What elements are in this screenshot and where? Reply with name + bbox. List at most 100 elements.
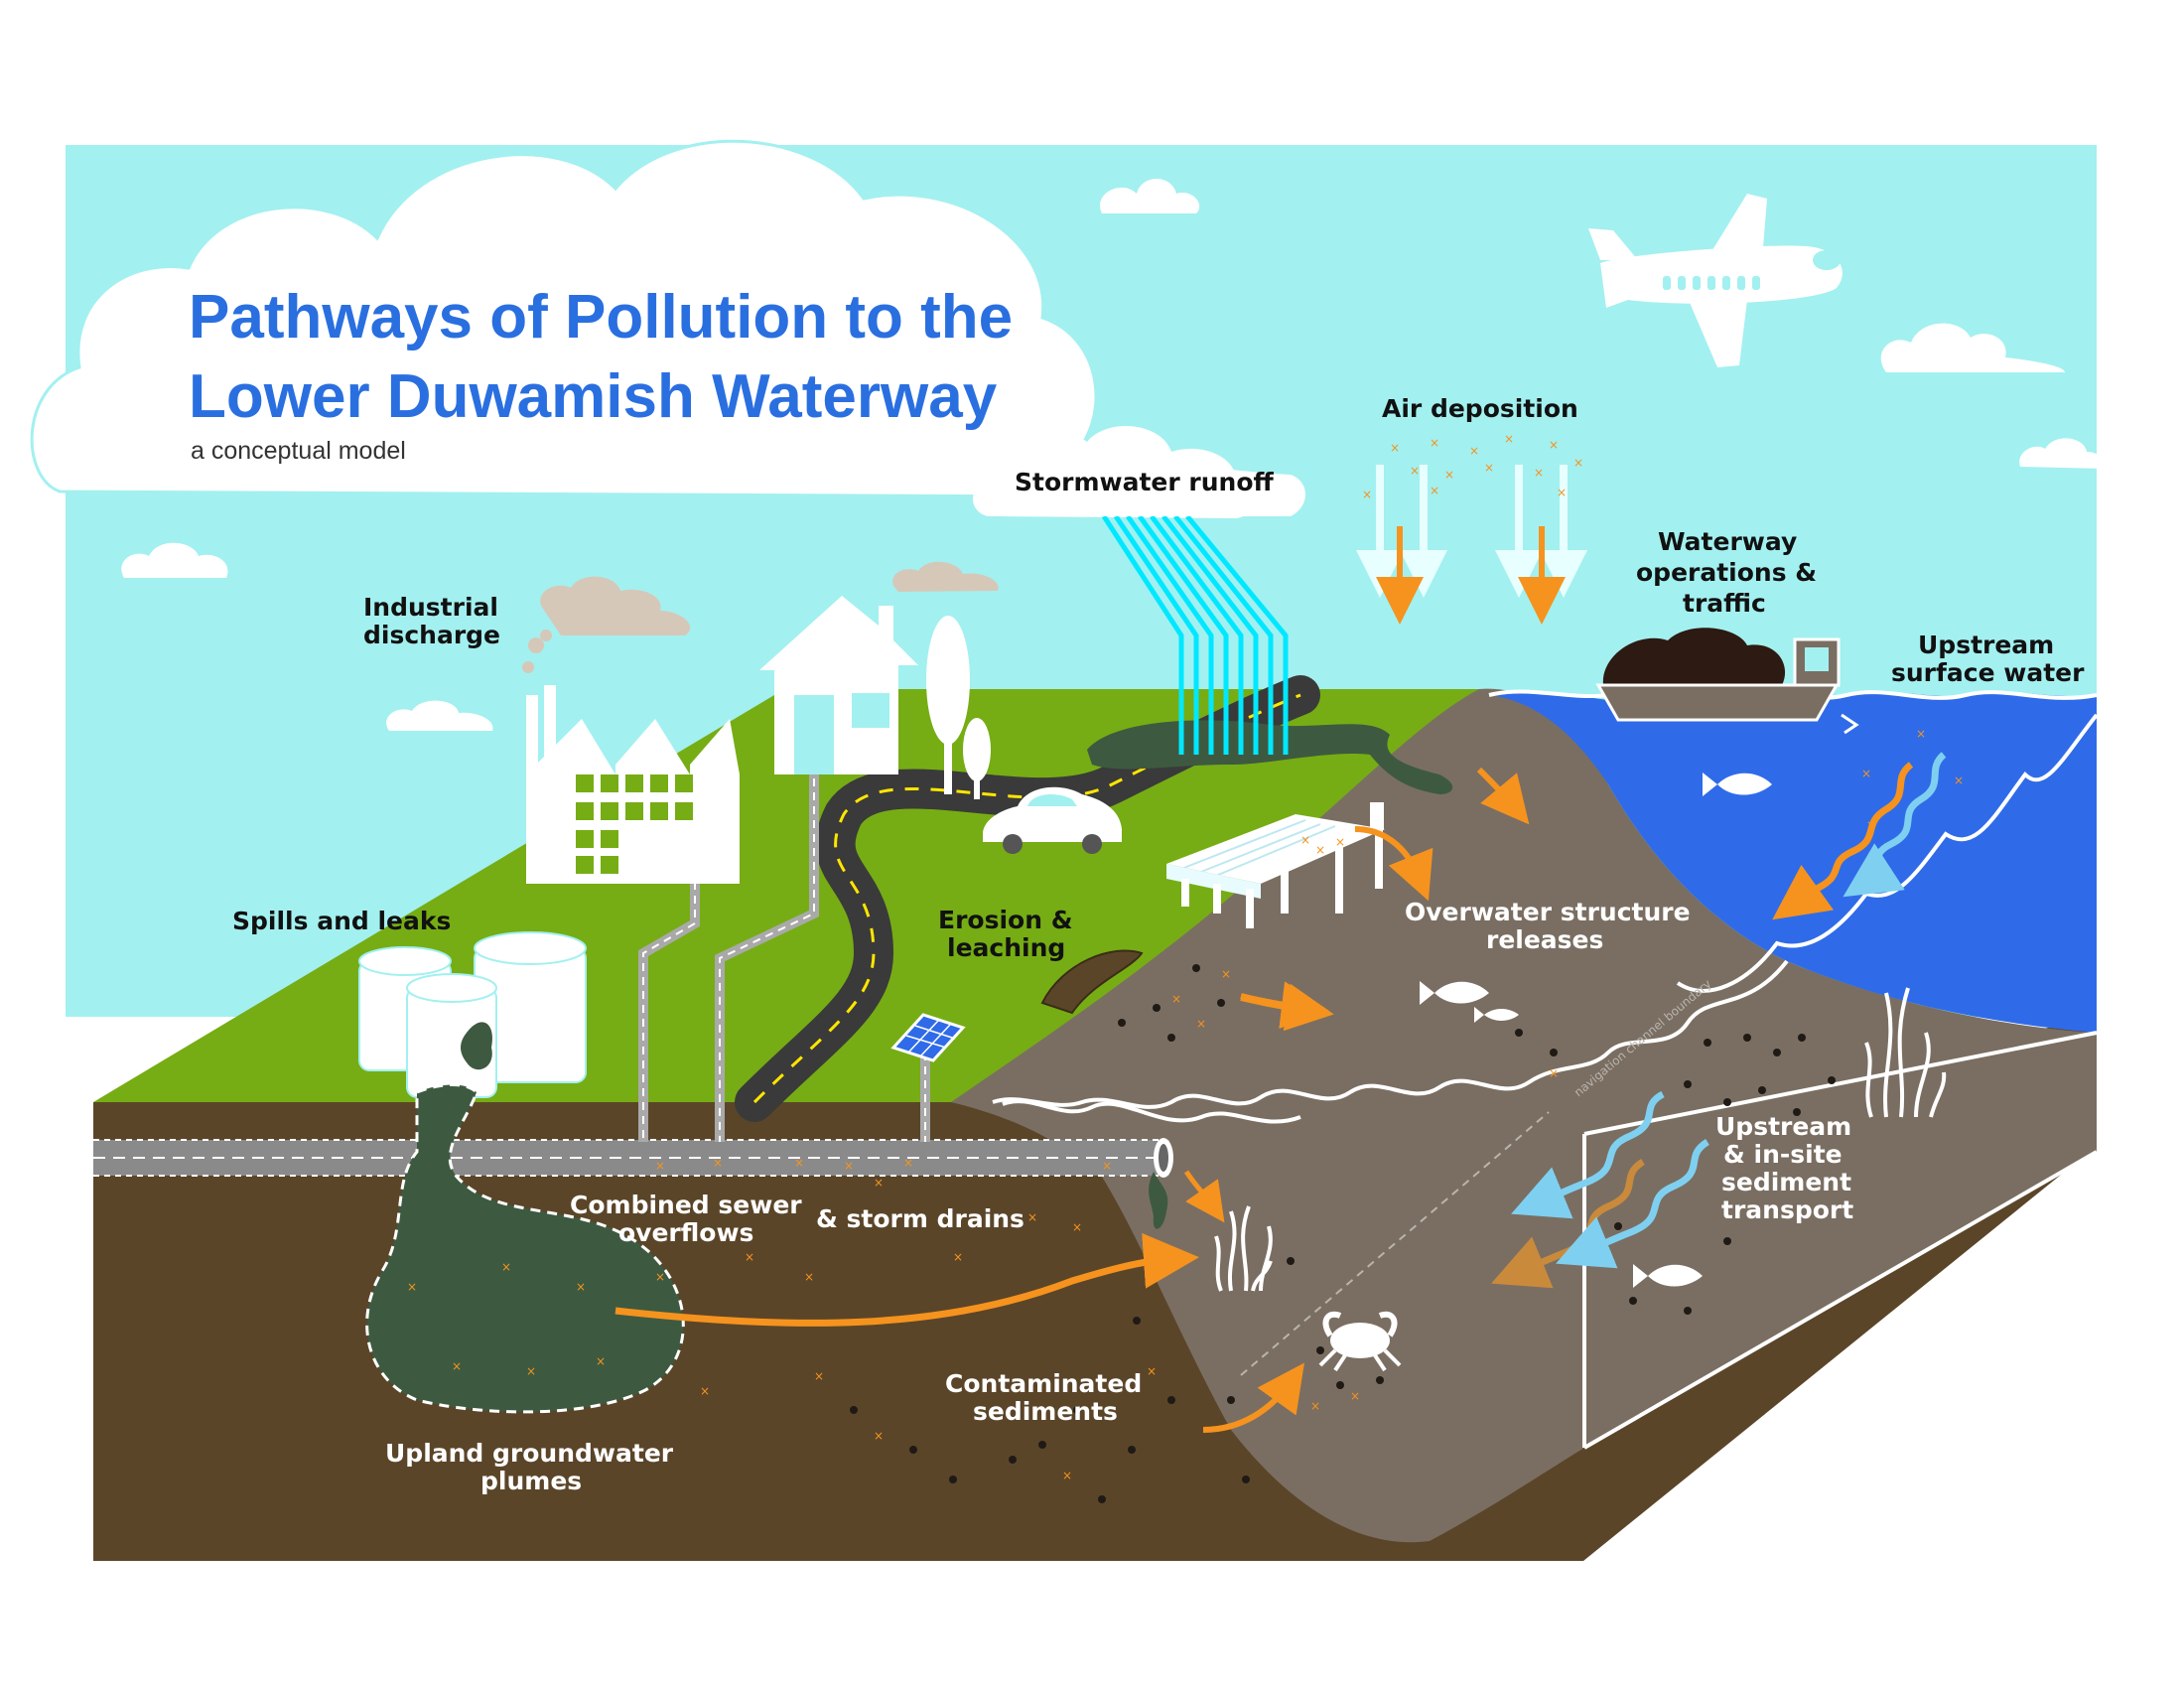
- label-industrial-1: Industrial: [363, 593, 498, 622]
- airplane-icon: [1588, 194, 1843, 367]
- title-line-1: Pathways of Pollution to the: [189, 283, 1013, 352]
- sediment-particles: [850, 964, 1836, 1503]
- svg-text:×: ×: [1430, 436, 1439, 450]
- sediment-wave-line-2: [1002, 1099, 1301, 1124]
- factory-smoke: [522, 576, 691, 673]
- tree-icon: [926, 616, 991, 799]
- svg-text:×: ×: [1390, 441, 1400, 455]
- label-cso-1: Combined sewer: [570, 1191, 802, 1219]
- stormwater-rain: [1101, 514, 1289, 755]
- solar-panel-icon: [890, 1013, 966, 1062]
- subtitle: a conceptual model: [191, 437, 406, 465]
- runoff-plume: [1087, 720, 1453, 794]
- outfall-discharge: [1149, 1172, 1168, 1229]
- outfall-pipe-hole: [1159, 1144, 1168, 1172]
- plume-arrow: [614, 1232, 1199, 1327]
- svg-text:×: ×: [1469, 444, 1479, 458]
- sediment-flow-arrow: [1240, 983, 1334, 1032]
- fish-icon: [1420, 773, 1772, 1288]
- car-icon: [983, 786, 1122, 854]
- title-cloud: [30, 139, 1098, 498]
- svg-text:×: ×: [1062, 1469, 1072, 1482]
- label-plumes-1: Upland groundwater: [385, 1439, 674, 1468]
- svg-text:×: ×: [1072, 1220, 1082, 1234]
- runoff-arrow: [1476, 767, 1530, 825]
- svg-text:×: ×: [1549, 1066, 1559, 1080]
- svg-text:×: ×: [953, 1250, 963, 1264]
- label-stormwater-runoff: Stormwater runoff: [1015, 468, 1275, 496]
- svg-text:×: ×: [794, 1156, 804, 1170]
- svg-text:×: ×: [700, 1384, 710, 1398]
- label-overwater-2: releases: [1486, 925, 1603, 954]
- label-overwater-1: Overwater structure: [1405, 898, 1691, 926]
- svg-text:×: ×: [1315, 843, 1325, 857]
- svg-text:×: ×: [1310, 1399, 1320, 1413]
- label-upstream-sediment-2: & in-site: [1723, 1140, 1843, 1169]
- svg-text:×: ×: [1484, 461, 1494, 475]
- svg-text:×: ×: [1102, 1159, 1112, 1173]
- svg-text:×: ×: [1221, 967, 1231, 981]
- navigation-channel-boundary: [1240, 1111, 1550, 1376]
- label-spills-leaks: Spills and leaks: [232, 907, 451, 935]
- svg-text:×: ×: [1954, 774, 1964, 787]
- svg-text:×: ×: [1027, 1210, 1037, 1224]
- label-plumes-2: plumes: [480, 1467, 582, 1495]
- svg-text:×: ×: [1866, 818, 1876, 832]
- sediment-bank: [951, 688, 2097, 1543]
- svg-text:×: ×: [1362, 488, 1372, 501]
- pier-arrow: [1354, 826, 1433, 902]
- erosion-bank: [1040, 949, 1144, 1015]
- svg-text:×: ×: [874, 1429, 884, 1443]
- water-shore-scallop: [1676, 713, 2099, 993]
- svg-text:×: ×: [745, 1250, 754, 1264]
- factory-icon: [526, 685, 740, 884]
- sediment-wave-line-1: [992, 959, 1789, 1109]
- svg-text:×: ×: [1444, 468, 1454, 482]
- groundwater-plume: [365, 1083, 685, 1414]
- water-body: [1489, 690, 2097, 1033]
- svg-text:×: ×: [713, 1156, 723, 1170]
- boat-icon: [1595, 628, 1859, 735]
- svg-text:×: ×: [1410, 464, 1420, 478]
- svg-text:×: ×: [452, 1359, 462, 1373]
- label-contaminated-1: Contaminated: [945, 1369, 1142, 1398]
- label-storm-drains: & storm drains: [816, 1204, 1024, 1233]
- svg-text:×: ×: [1147, 1364, 1157, 1378]
- svg-text:×: ×: [903, 1156, 913, 1170]
- svg-text:×: ×: [1196, 1017, 1206, 1031]
- drain-pipes-dash: [642, 765, 926, 1142]
- stormwater-label-cloud: [973, 444, 1305, 516]
- contaminant-markers: ××××××× ×××××× ××××××× ×××××× ×××× ×××× …: [407, 727, 1964, 1482]
- svg-text:×: ×: [844, 1159, 854, 1173]
- sewer-pipe-edge: [93, 1139, 1161, 1177]
- svg-text:×: ×: [576, 1280, 586, 1294]
- air-particles: ××××× ××××× ×××: [1362, 432, 1583, 501]
- label-upstream-sediment-3: sediment: [1721, 1168, 1851, 1196]
- svg-text:×: ×: [1350, 1389, 1360, 1403]
- label-contaminated-2: sediments: [973, 1397, 1118, 1426]
- kelp-icon: [1214, 987, 1947, 1292]
- sediment-transport-arrow-3: [1556, 1139, 1710, 1269]
- svg-text:×: ×: [1504, 432, 1514, 446]
- label-upstream-surface-2: surface water: [1891, 658, 2085, 687]
- svg-text:×: ×: [655, 1159, 665, 1173]
- svg-text:×: ×: [596, 1354, 606, 1368]
- outfall-arrow: [1183, 1170, 1225, 1223]
- label-cso-2: overflows: [618, 1218, 753, 1247]
- label-upstream-surface-1: Upstream: [1918, 631, 2054, 659]
- crab-icon: [1318, 1311, 1402, 1372]
- svg-text:×: ×: [1549, 438, 1559, 452]
- svg-text:×: ×: [874, 1176, 884, 1190]
- svg-text:×: ×: [1171, 992, 1181, 1006]
- svg-text:×: ×: [1430, 484, 1439, 497]
- svg-text:×: ×: [407, 1280, 417, 1294]
- label-waterway-ops-1: Waterway: [1658, 527, 1797, 556]
- svg-text:×: ×: [1534, 466, 1544, 480]
- label-waterway-ops-2: operations &: [1636, 558, 1817, 587]
- house-icon: [759, 596, 918, 774]
- svg-text:×: ×: [1861, 767, 1871, 780]
- label-upstream-sediment-4: transport: [1721, 1196, 1853, 1224]
- svg-text:×: ×: [526, 1364, 536, 1378]
- label-waterway-ops-3: traffic: [1683, 589, 1766, 618]
